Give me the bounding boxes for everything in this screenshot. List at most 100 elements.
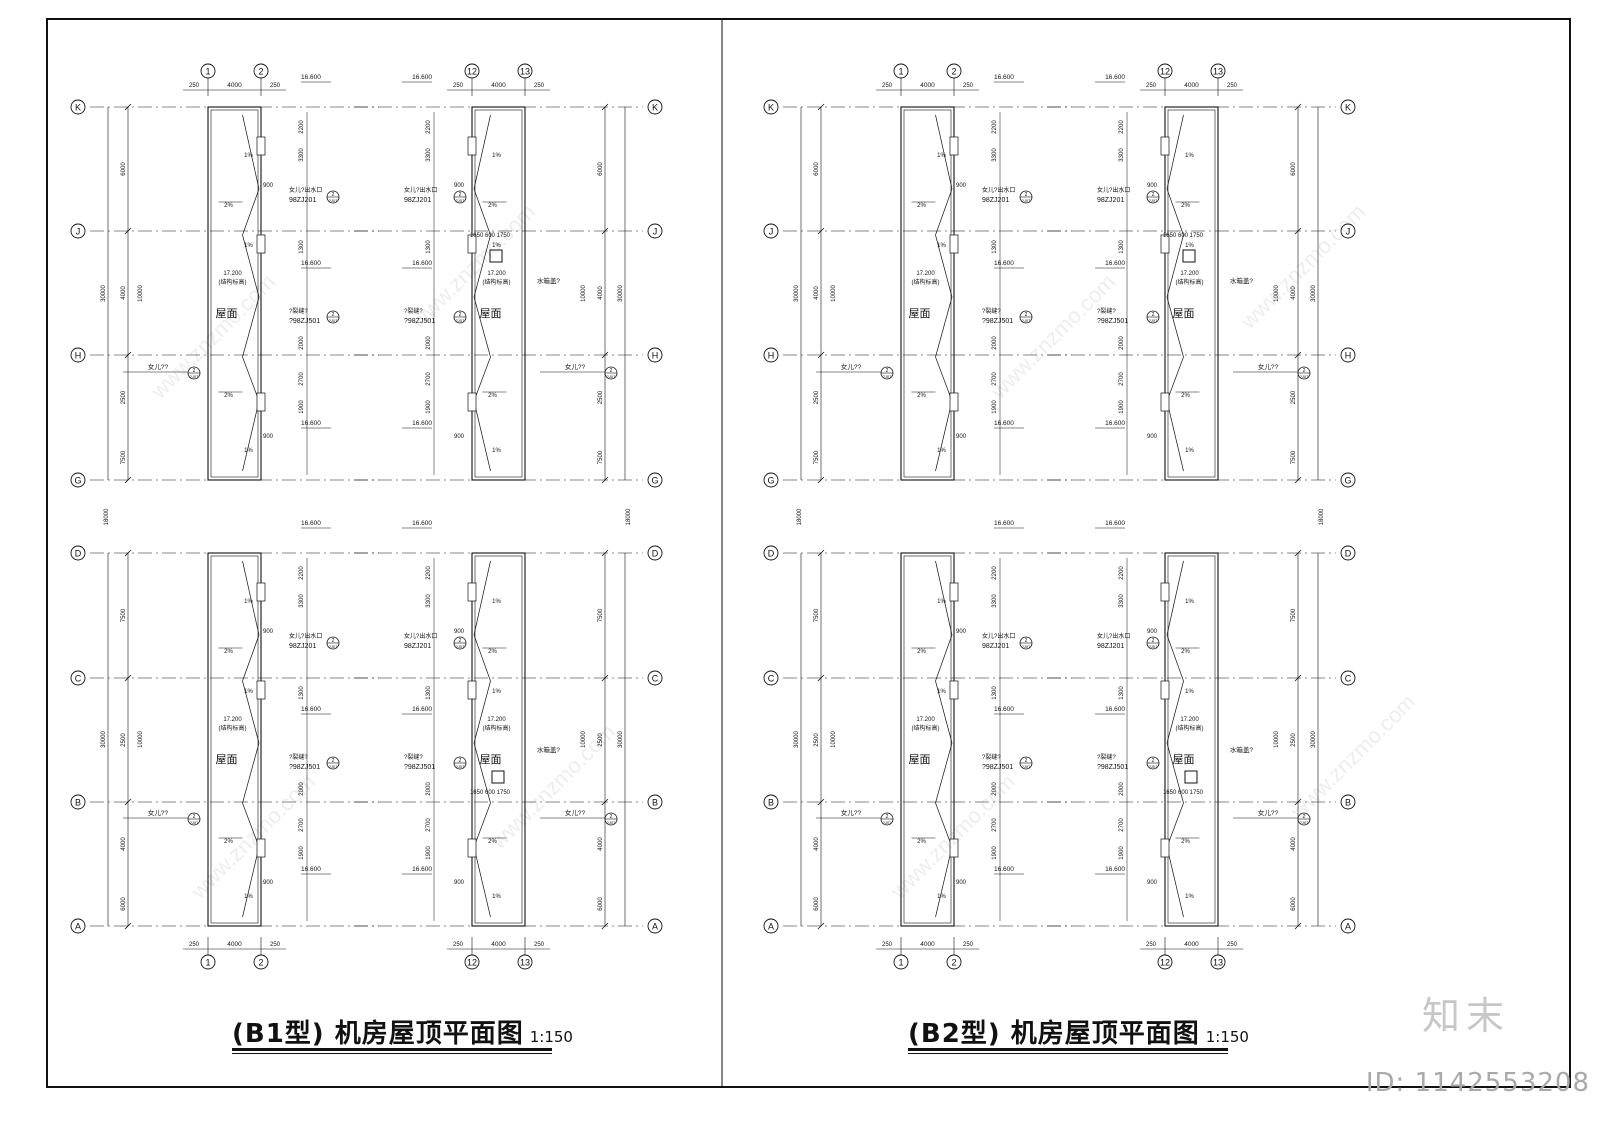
axis-bubble-K-label: K [768, 103, 774, 113]
detail-ref-top: 2 [1025, 192, 1028, 198]
dim-tick [817, 476, 825, 484]
slope-2pct: 2% [917, 839, 926, 845]
roof-drain [467, 136, 477, 156]
detail-ref-bottom: 2J07 [456, 318, 465, 323]
dim-value: 4000 [814, 837, 820, 851]
gap-dim: 18000 [1319, 508, 1325, 525]
shaft-outline [1164, 552, 1219, 927]
axis-bubble-J-label: J [769, 227, 774, 237]
segment-dim: 2200 [299, 120, 305, 134]
shaft-outline [471, 552, 526, 927]
segment-dim: 2000 [426, 336, 432, 350]
axis-bubble-K-label: K [1345, 103, 1351, 113]
segment-dim: 2000 [299, 336, 305, 350]
roof-elevation: 16.600 [1105, 520, 1125, 527]
roof-drain [467, 392, 477, 412]
gap-dim: 18000 [104, 508, 110, 525]
axis-bubble-G [647, 472, 663, 488]
drain-slope-line [473, 296, 491, 358]
detail-ref-top: 2 [610, 814, 613, 820]
segment-dim: 2700 [426, 372, 432, 386]
outlet-dim: 900 [1147, 434, 1158, 440]
segment-dim: 3300 [992, 594, 998, 608]
roof-elevation: 16.600 [994, 74, 1014, 81]
slope-1pct: 1% [492, 894, 501, 900]
col-bubble-2-label: 2 [258, 67, 263, 77]
edge-dim: 250 [270, 942, 281, 948]
axis-bubble-B [647, 794, 663, 810]
shaft-outline [207, 106, 262, 481]
drain-slope-line [242, 296, 260, 358]
title-b1-scale: 1:150 [529, 1028, 573, 1046]
struct-elevation: 17.200 [223, 717, 242, 723]
slope-1pct: 1% [492, 243, 501, 249]
dim-value: 6000 [1291, 897, 1297, 911]
axis-bubble-G [763, 472, 779, 488]
detail-ref-bottom: 2J07 [1300, 820, 1309, 825]
roof-elevation: 16.600 [1105, 706, 1125, 713]
slope-2pct: 2% [1181, 839, 1190, 845]
dim-tick [124, 476, 132, 484]
dim-outer-value: 30000 [1311, 284, 1317, 301]
watermark-id: ID: 1142553208 [1365, 1068, 1590, 1098]
col-bubble-12-label: 12 [467, 958, 477, 968]
dim-value: 7500 [121, 608, 127, 622]
axis-bubble-C-label: C [652, 674, 659, 684]
edge-dim: 250 [963, 942, 974, 948]
crack-note: ?裂缝? [982, 307, 1001, 315]
drain-slope-line [242, 680, 260, 744]
segment-dim: 1300 [299, 686, 305, 700]
detail-ref-bottom: 2J07 [1149, 198, 1158, 203]
segment-dim: 2200 [992, 566, 998, 580]
axis-bubble-C [70, 670, 86, 686]
col-bubble-1-label: 1 [898, 958, 903, 968]
roof-drain [256, 234, 266, 254]
dim-tick [1294, 549, 1302, 557]
dim-value: 6000 [814, 162, 820, 176]
col-bubble-1-label: 1 [898, 67, 903, 77]
dim-tick [1294, 798, 1302, 806]
outlet-dim: 900 [454, 880, 465, 886]
drain-slope-line [1166, 846, 1184, 918]
segment-dim: 2000 [992, 782, 998, 796]
axis-bubble-H [1340, 347, 1356, 363]
crack-std: ?98ZJ501 [1097, 318, 1128, 325]
segment-dim: 2000 [299, 782, 305, 796]
outlet-std: 98ZJ201 [404, 197, 431, 204]
slope-2pct: 2% [224, 393, 233, 399]
struct-elevation: 17.200 [1180, 271, 1199, 277]
segment-dim: 2700 [299, 372, 305, 386]
detail-ref-top: 2 [1303, 368, 1306, 374]
slope-1pct: 1% [937, 448, 946, 454]
roof-drain [949, 392, 959, 412]
slope-1pct: 1% [937, 153, 946, 159]
dim-value: 7500 [598, 608, 604, 622]
detail-ref-bottom: 2J07 [883, 820, 892, 825]
detail-ref-top: 2 [610, 368, 613, 374]
struct-elevation: 17.200 [487, 717, 506, 723]
roof-elevation: 16.600 [1105, 866, 1125, 873]
segment-dim: 2700 [1119, 372, 1125, 386]
watermark-site-text: www.znzmo.com [145, 269, 280, 404]
manhole-dims: 1650 600 1750 [470, 790, 511, 796]
segment-dim: 3300 [992, 148, 998, 162]
drain-slope-line [1166, 114, 1184, 190]
roof-drain [949, 838, 959, 858]
detail-ref-bottom: 2J07 [190, 374, 199, 379]
axis-bubble-B [1340, 794, 1356, 810]
segment-dim: 2000 [1119, 336, 1125, 350]
bay-width-dim: 4000 [920, 941, 935, 948]
drain-slope-line [1166, 560, 1184, 636]
struct-elevation: 17.200 [1180, 717, 1199, 723]
segment-dim: 2700 [992, 818, 998, 832]
shaft-inner-outline [474, 109, 523, 478]
roof-elevation: 16.600 [994, 520, 1014, 527]
detail-ref-top: 2 [459, 192, 462, 198]
detail-ref-top: 2 [459, 312, 462, 318]
slope-1pct: 1% [1185, 894, 1194, 900]
drain-slope-line [242, 114, 260, 190]
axis-bubble-G-label: G [1344, 476, 1351, 486]
struct-note: (结构标高) [1176, 278, 1204, 286]
